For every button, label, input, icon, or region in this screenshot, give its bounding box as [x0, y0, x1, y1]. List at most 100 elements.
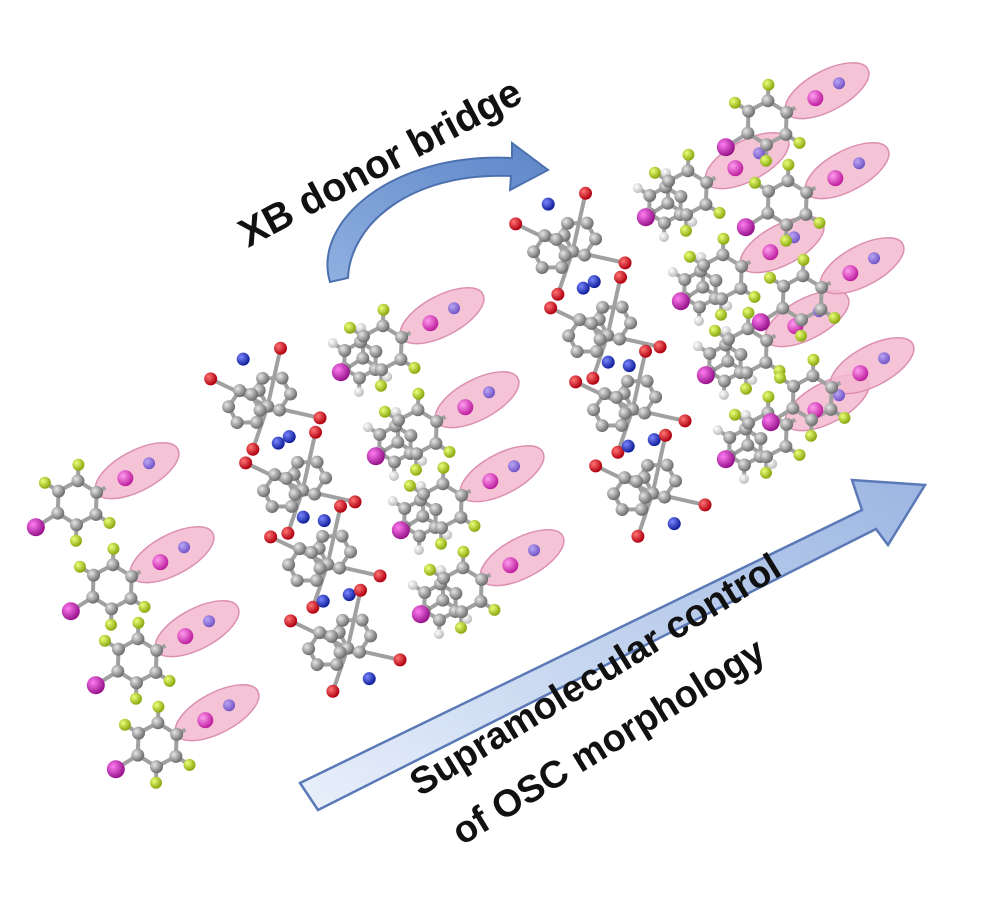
carbon-atom — [714, 292, 728, 306]
fluorine-atom — [409, 463, 422, 476]
xb-acceptor-atom — [827, 170, 844, 187]
xb-acceptor-atom — [152, 554, 169, 571]
carbon-atom — [149, 665, 163, 679]
carbon-atom — [590, 344, 604, 358]
carbon-atom — [429, 503, 443, 517]
carbon-atom — [624, 316, 638, 330]
carbon-atom — [170, 727, 184, 741]
bond — [265, 347, 283, 407]
carbon-atom — [618, 406, 632, 420]
xb-acceptor-atom — [502, 557, 519, 574]
iodine-atom — [716, 450, 735, 469]
fluorine-atom — [683, 250, 696, 263]
carbon-atom — [417, 487, 431, 501]
xb-acceptor-atom — [807, 90, 824, 107]
carbon-atom — [352, 371, 366, 385]
nitrogen-atom — [576, 281, 590, 295]
carbon-atom — [722, 332, 736, 346]
fluorine-atom — [457, 545, 470, 558]
carbon-atom — [700, 175, 714, 189]
carbon-atom — [638, 490, 652, 504]
carbon-atom — [781, 174, 795, 188]
carbon-atom — [86, 590, 100, 604]
carbon-atom — [703, 346, 717, 360]
carbon-atom — [474, 594, 488, 608]
carbon-atom — [104, 602, 118, 616]
fluorine-atom — [118, 718, 131, 731]
xb-acceptor-atom — [117, 470, 134, 487]
carbon-atom — [794, 313, 808, 327]
carbon-atom — [52, 484, 66, 498]
bond — [605, 276, 623, 336]
carbon-atom — [678, 272, 692, 286]
carbon-atom — [131, 748, 145, 762]
carbon-atom — [376, 319, 390, 333]
carbon-atom — [430, 414, 444, 428]
carbon-atom — [825, 380, 839, 394]
carbon-atom — [111, 664, 125, 678]
carbon-atom — [595, 419, 609, 433]
carbon-atom — [593, 332, 607, 346]
oxygen-atom — [348, 495, 362, 509]
fluorine-atom — [648, 166, 661, 179]
fluorine-atom — [838, 411, 851, 424]
carbon-atom — [302, 642, 316, 656]
fluorine-atom — [343, 321, 356, 334]
carbon-atom — [475, 572, 489, 586]
xb-highlight-oval — [174, 684, 260, 742]
carbon-atom — [325, 629, 339, 643]
carbon-atom — [129, 676, 143, 690]
oxygen-atom — [579, 186, 593, 200]
oxygen-atom — [614, 270, 628, 284]
oxygen-atom — [631, 529, 645, 543]
fluorine-atom — [682, 148, 695, 161]
oxygen-atom — [659, 428, 673, 442]
fluorine-atom — [807, 353, 820, 366]
carbon-atom — [587, 403, 601, 417]
carbon-atom — [449, 587, 463, 601]
fluorine-atom — [403, 479, 416, 492]
carbon-atom — [51, 506, 65, 520]
hydrogen-atom — [362, 422, 373, 433]
carbon-atom — [333, 561, 347, 575]
carbon-atom — [709, 274, 723, 288]
carbon-atom — [786, 401, 800, 415]
fluorine-atom — [748, 290, 761, 303]
hydrogen-atom — [388, 470, 399, 481]
carbon-atom — [661, 196, 675, 210]
carbon-atom — [618, 471, 632, 485]
fluorine-atom — [138, 600, 151, 613]
xb-acceptor-atom — [852, 365, 869, 382]
xb-highlight-oval — [434, 371, 520, 429]
carbon-atom — [257, 484, 271, 498]
carbon-atom — [662, 174, 676, 188]
carbon-atom — [761, 94, 775, 108]
carbon-atom — [721, 354, 735, 368]
fluorine-atom — [762, 390, 775, 403]
oxygen-atom — [393, 653, 407, 667]
carbon-atom — [635, 502, 649, 516]
carbon-atom — [310, 573, 324, 587]
bond — [300, 431, 318, 491]
carbon-atom — [558, 248, 572, 262]
oxygen-atom — [509, 217, 523, 231]
xb-donor-atom — [833, 389, 846, 402]
xb-acceptor-atom — [842, 265, 859, 282]
fluorine-atom — [794, 329, 807, 342]
carbon-atom — [357, 329, 371, 343]
nitrogen-atom — [541, 197, 555, 211]
iodine-atom — [761, 413, 780, 432]
fluorine-atom — [813, 216, 826, 229]
iodine-atom — [751, 313, 770, 332]
fluorine-atom — [742, 306, 755, 319]
bond — [345, 589, 363, 649]
carbon-atom — [799, 207, 813, 221]
carbon-atom — [589, 232, 603, 246]
iodine-atom — [61, 602, 80, 621]
carbon-atom — [734, 281, 748, 295]
oxygen-atom — [354, 583, 368, 597]
carbon-atom — [621, 374, 635, 388]
straight-arrow-icon — [298, 478, 928, 812]
carbon-atom — [742, 104, 756, 118]
carbon-atom — [649, 390, 663, 404]
